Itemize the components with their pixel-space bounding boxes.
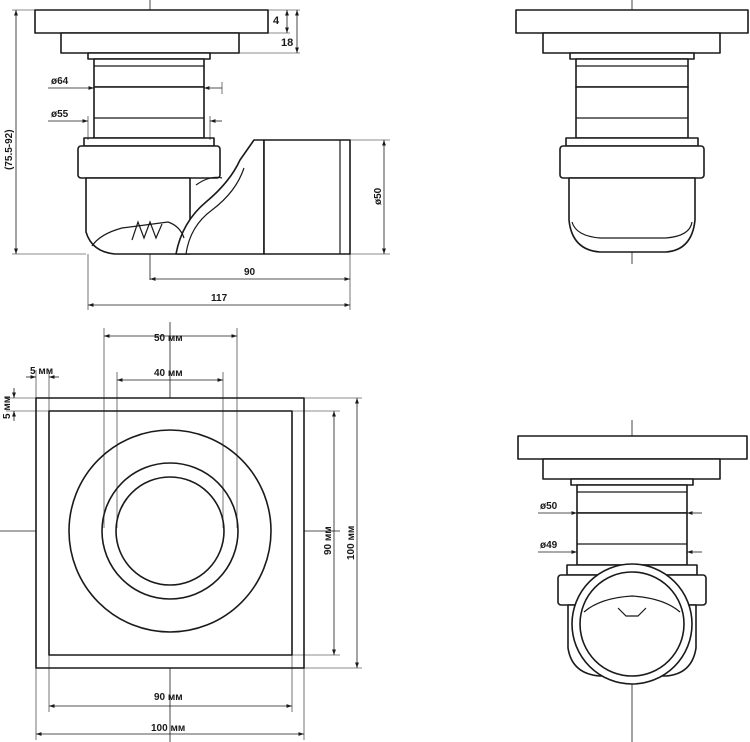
front-body: [559, 145, 705, 179]
front-pipe-upper: [575, 58, 689, 88]
outlet-grate: [517, 435, 748, 460]
side-outlet: [263, 139, 351, 255]
dim-5mm-v-label: 5 мм: [2, 396, 13, 419]
outlet-seal: [583, 595, 681, 613]
side-elbow: [175, 139, 265, 255]
outlet-flange: [542, 458, 721, 480]
side-grate: [34, 9, 269, 34]
outlet-pipe-lower: [576, 512, 688, 566]
dim-18-label: 18: [281, 37, 293, 49]
dim-d55-label: ø55: [51, 109, 69, 120]
dim-90-label: 90: [244, 267, 256, 278]
dim-100mm-h-label: 100 мм: [151, 723, 185, 734]
dim-90mm-v-label: 90 мм: [323, 526, 334, 555]
front-collar: [569, 52, 695, 60]
dim-50mm-label: 50 мм: [154, 333, 183, 344]
dim-d64-label: ø64: [51, 76, 69, 87]
dim-117-label: 117: [211, 293, 228, 304]
outlet-dim-d49-label: ø49: [540, 540, 558, 551]
side-collar: [87, 52, 211, 60]
side-seal: [91, 221, 185, 247]
dim-d50-label: ø50: [373, 187, 384, 205]
dim-100mm-v-label: 100 мм: [346, 526, 357, 560]
side-bowl: [85, 177, 191, 255]
outlet-collar: [570, 478, 694, 486]
front-grate: [515, 9, 749, 34]
top-view: 50 мм 40 мм 5 мм 5 мм 90 мм 100 мм 90 мм: [0, 322, 362, 742]
outlet-view: ø50 ø49: [517, 420, 748, 742]
top-pipe-inner: [115, 476, 225, 586]
side-flange: [60, 32, 240, 54]
dim-40mm-label: 40 мм: [154, 368, 183, 379]
dim-5mm-h-label: 5 мм: [30, 366, 53, 377]
front-view: [515, 0, 749, 264]
dim-height-label: (75.5-92): [4, 129, 15, 170]
side-pipe-upper: [93, 58, 205, 88]
front-pipe-lower: [575, 86, 689, 139]
dim-4-label: 4: [273, 15, 280, 27]
front-ring: [565, 137, 699, 147]
side-pipe-lower: [93, 86, 205, 139]
front-bowl: [568, 177, 696, 253]
outlet-port-inner: [579, 571, 685, 677]
outlet-pipe-upper: [576, 484, 688, 514]
side-view: 4 18 (75.5-92) ø64 ø55 ø50 90 117: [4, 0, 390, 310]
side-ring: [83, 137, 215, 147]
side-body: [77, 145, 221, 179]
dim-90mm-h-label: 90 мм: [154, 692, 183, 703]
outlet-dim-d50-label: ø50: [540, 501, 558, 512]
front-flange: [542, 32, 721, 54]
